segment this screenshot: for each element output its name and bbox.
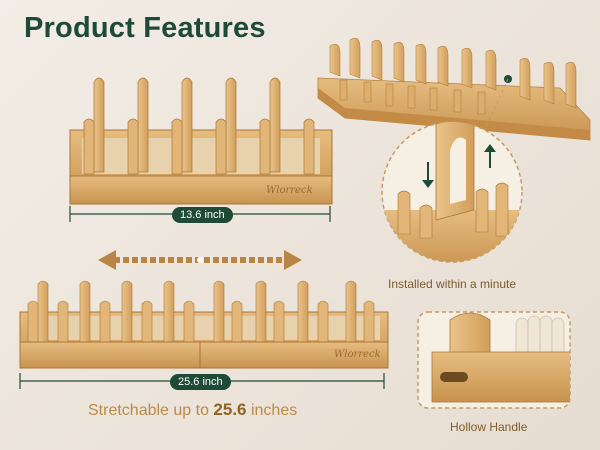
rack-large: Wlorreck	[19, 280, 389, 369]
rack-small: Wlorreck	[69, 77, 333, 205]
brand-mark-large: Wlorreck	[334, 349, 381, 360]
stretch-caption-prefix: Stretchable up to	[88, 402, 209, 419]
rack-perspective	[317, 37, 591, 141]
handle-detail	[417, 311, 571, 409]
stretch-caption: Stretchable up to 25.6 inches	[88, 400, 297, 420]
stretch-caption-suffix: inches	[250, 402, 298, 419]
page-title: Product Features	[24, 12, 266, 44]
arrow-down-icon	[422, 162, 434, 188]
double-arrow-icon	[98, 250, 302, 270]
install-detail	[381, 121, 523, 263]
install-caption: Installed within a minute	[388, 277, 517, 291]
hollow-handle-slot	[440, 372, 468, 382]
width-badge-large: 25.6 inch	[170, 374, 231, 390]
width-badge-small: 13.6 inch	[172, 207, 233, 223]
stretch-caption-value: 25.6	[213, 400, 247, 419]
arrow-up-icon	[484, 144, 496, 168]
brand-mark-small: Wlorreck	[266, 185, 313, 196]
handle-caption: Hollow Handle	[450, 420, 528, 434]
